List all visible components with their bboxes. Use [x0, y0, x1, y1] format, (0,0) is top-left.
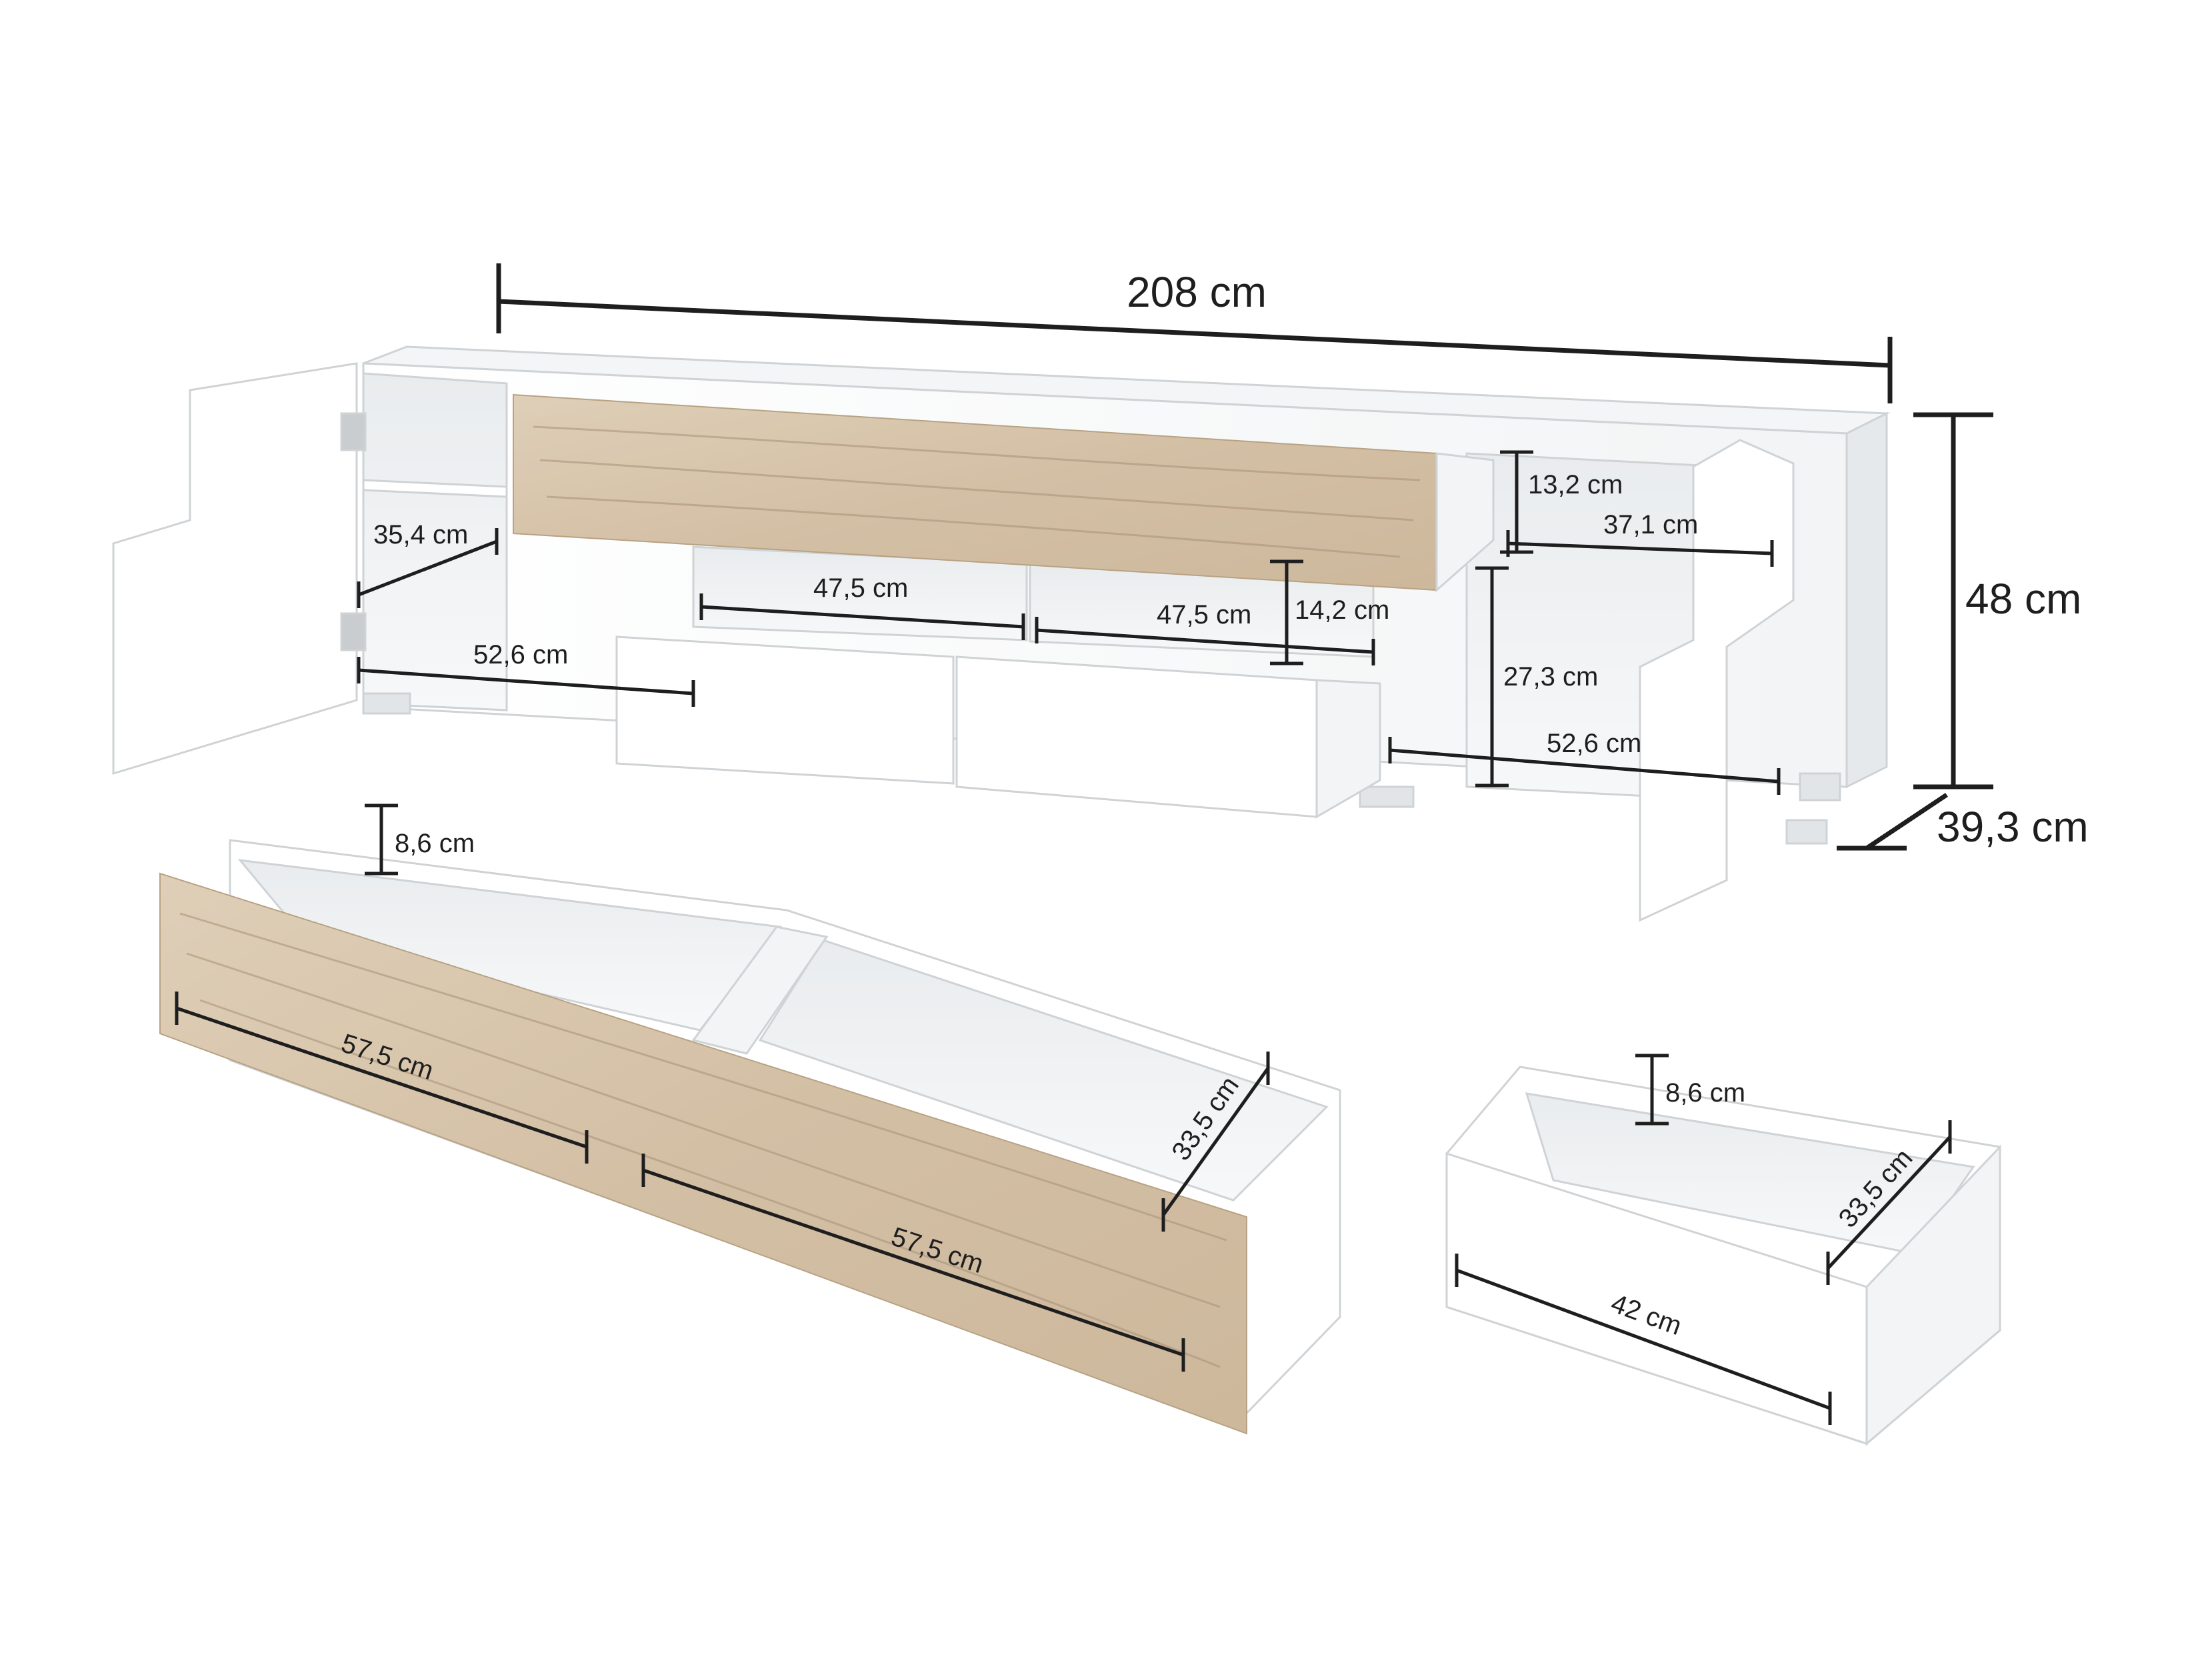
lower-drawer-left: [615, 635, 955, 785]
label-top-right-width: 37,1 cm: [1603, 510, 1698, 539]
top-drawer-side: [1435, 452, 1495, 593]
small-drawer-right-side: [1865, 1144, 2001, 1446]
dim-depth-line: [1865, 793, 1948, 850]
dim-475a-line: [701, 605, 1024, 629]
long-drawer-divider: [691, 926, 829, 1055]
dim-ld575b-line: [643, 1168, 1184, 1357]
label-long-drawer-height: 8,6 cm: [395, 829, 475, 858]
label-right-height: 27,3 cm: [1503, 662, 1598, 691]
left-door: [112, 362, 367, 775]
inner-dimension-lines: [175, 450, 1952, 1425]
cabinet-right-side: [1845, 411, 1888, 789]
dim-354-line: [358, 539, 497, 597]
dim-ld575a-line: [176, 1006, 587, 1149]
label-right-width: 52,6 cm: [1547, 729, 1641, 758]
label-left-depth: 35,4 cm: [373, 520, 468, 549]
dim-width-line: [498, 299, 1891, 368]
top-oak-grain: [533, 425, 1421, 558]
foot-center: [1359, 785, 1415, 808]
right-door: [1639, 439, 1795, 922]
label-overall-height: 48 cm: [1965, 575, 2081, 623]
dim-526r-line: [1389, 748, 1779, 783]
lower-drawer-right-side: [1315, 679, 1381, 819]
dimension-lines: [496, 263, 1993, 851]
foot-far-right: [1785, 819, 1828, 845]
label-overall-width: 208 cm: [1127, 268, 1267, 316]
long-drawer-oak-front: [159, 872, 1247, 1435]
hinge-bottom: [340, 612, 367, 651]
dim-ld335-line: [1161, 1067, 1270, 1216]
foot-right: [1799, 772, 1841, 801]
lower-drawer-right: [955, 655, 1318, 818]
label-small-drawer-height: 8,6 cm: [1665, 1078, 1745, 1108]
long-drawer-grain: [179, 912, 1227, 1368]
dim-sd42-line: [1456, 1268, 1831, 1410]
right-door-panel: [1639, 439, 1795, 922]
label-overall-depth: 39,3 cm: [1937, 803, 2089, 851]
top-oak-front: [513, 393, 1495, 593]
left-door-panel: [112, 362, 358, 775]
foot-left: [362, 692, 411, 715]
long-drawer: [159, 839, 1341, 1435]
dim-371-line: [1507, 541, 1773, 555]
label-center-left-width: 47,5 cm: [813, 573, 908, 603]
dim-526l-line: [358, 668, 694, 695]
label-top-right-height: 13,2 cm: [1528, 470, 1623, 499]
dim-sd335-line: [1827, 1136, 1951, 1270]
small-drawer: [1445, 1066, 2001, 1446]
left-shelf: [362, 479, 508, 498]
long-drawer-floor-right: [758, 939, 1329, 1202]
label-left-width: 52,6 cm: [473, 640, 568, 669]
label-center-right-width: 47,5 cm: [1157, 600, 1251, 629]
dim-475b-line: [1036, 628, 1374, 654]
label-center-height: 14,2 cm: [1295, 595, 1389, 625]
hinge-top: [340, 412, 367, 451]
lower-drawers: [615, 635, 1381, 819]
